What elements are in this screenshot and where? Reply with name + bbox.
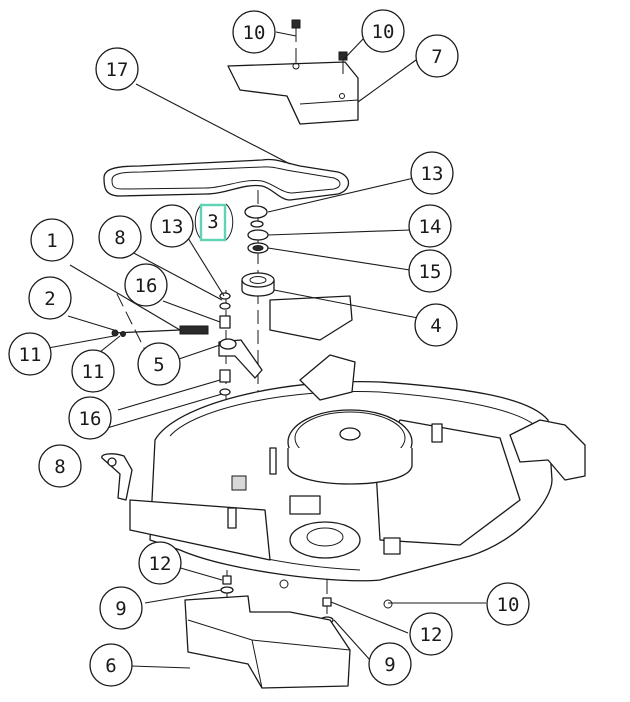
highlighted-callout[interactable]: 3 [194, 203, 234, 242]
callout-circle [89, 643, 133, 687]
callout-label: 17 [106, 59, 129, 81]
callout-label: 5 [153, 354, 164, 376]
callout-circle [368, 642, 412, 686]
callout-circle [414, 303, 458, 347]
belt-cover-bracket [227, 61, 359, 125]
callout-label: 16 [79, 408, 102, 430]
callout-balloon[interactable]: 12 [409, 612, 453, 656]
callout-label: 12 [420, 624, 443, 646]
highlighted-label: 3 [207, 211, 218, 233]
callout-balloon[interactable]: 6 [89, 643, 133, 687]
callout-balloon[interactable]: 11 [71, 349, 115, 393]
callout-circle [415, 34, 459, 78]
callout-balloon[interactable]: 8 [38, 444, 82, 488]
callout-label: 12 [149, 553, 172, 575]
callout-balloon[interactable]: 4 [414, 303, 458, 347]
callout-circle [232, 10, 276, 54]
callout-circle [95, 47, 139, 91]
callout-label: 13 [421, 163, 444, 185]
callout-balloon[interactable]: 10 [486, 582, 530, 626]
callout-circle [486, 582, 530, 626]
callout-circle [150, 204, 194, 248]
callout-circle [410, 151, 454, 195]
callout-circle [409, 612, 453, 656]
callout-label: 11 [82, 361, 105, 383]
mower-deck [101, 295, 586, 609]
callout-label: 9 [115, 598, 126, 620]
callout-balloon[interactable]: 13 [410, 151, 454, 195]
callout-label: 9 [384, 654, 395, 676]
callout-label: 11 [19, 344, 42, 366]
callout-balloon[interactable]: 14 [408, 204, 452, 248]
callout-leader-lines [47, 31, 486, 669]
callout-label: 10 [497, 594, 520, 616]
drive-belt [103, 158, 350, 201]
callout-circle [137, 342, 181, 386]
callout-balloon[interactable]: 17 [95, 47, 139, 91]
callout-balloon[interactable]: 16 [124, 263, 168, 307]
callout-circle [138, 541, 182, 585]
callout-balloon[interactable]: 7 [415, 34, 459, 78]
callout-circle [361, 9, 405, 53]
bottom-belt-cover [184, 595, 351, 689]
callout-circle [99, 586, 143, 630]
callout-balloon[interactable]: 12 [138, 541, 182, 585]
tension-spring-rod [111, 325, 209, 337]
callout-label: 7 [431, 46, 442, 68]
callout-label: 15 [419, 261, 442, 283]
callout-label: 8 [114, 227, 125, 249]
callout-label: 10 [243, 22, 266, 44]
callout-balloon[interactable]: 16 [68, 396, 112, 440]
highlight-box [199, 203, 227, 242]
callout-label: 2 [44, 288, 55, 310]
idler-arm-stack [218, 292, 263, 396]
callout-balloon[interactable]: 11 [8, 332, 52, 376]
callout-circle [8, 332, 52, 376]
callout-label: 4 [430, 315, 441, 337]
callout-balloon[interactable]: 2 [28, 276, 72, 320]
callout-circle [71, 349, 115, 393]
callout-balloon[interactable]: 9 [99, 586, 143, 630]
callout-label: 13 [161, 216, 184, 238]
callout-label: 6 [105, 655, 116, 677]
callout-label: 10 [372, 21, 395, 43]
callout-balloon[interactable]: 1 [30, 218, 74, 262]
callout-circle [28, 276, 72, 320]
callout-circle [98, 215, 142, 259]
callout-circle [408, 249, 452, 293]
callout-balloon[interactable]: 8 [98, 215, 142, 259]
callout-balloon[interactable]: 15 [408, 249, 452, 293]
callout-circle [38, 444, 82, 488]
callout-label: 1 [46, 230, 57, 252]
top-bolts [291, 19, 348, 74]
callout-label: 8 [54, 456, 65, 478]
callout-balloon[interactable]: 10 [232, 10, 276, 54]
callout-balloon[interactable]: 5 [137, 342, 181, 386]
callout-label: 14 [419, 216, 442, 238]
callout-balloon[interactable]: 10 [361, 9, 405, 53]
callout-label: 16 [135, 275, 158, 297]
callout-balloon[interactable]: 9 [368, 642, 412, 686]
callout-circle [408, 204, 452, 248]
callout-circle [124, 263, 168, 307]
callout-circle [30, 218, 74, 262]
callout-circle [68, 396, 112, 440]
callout-balloon[interactable]: 13 [150, 204, 194, 248]
